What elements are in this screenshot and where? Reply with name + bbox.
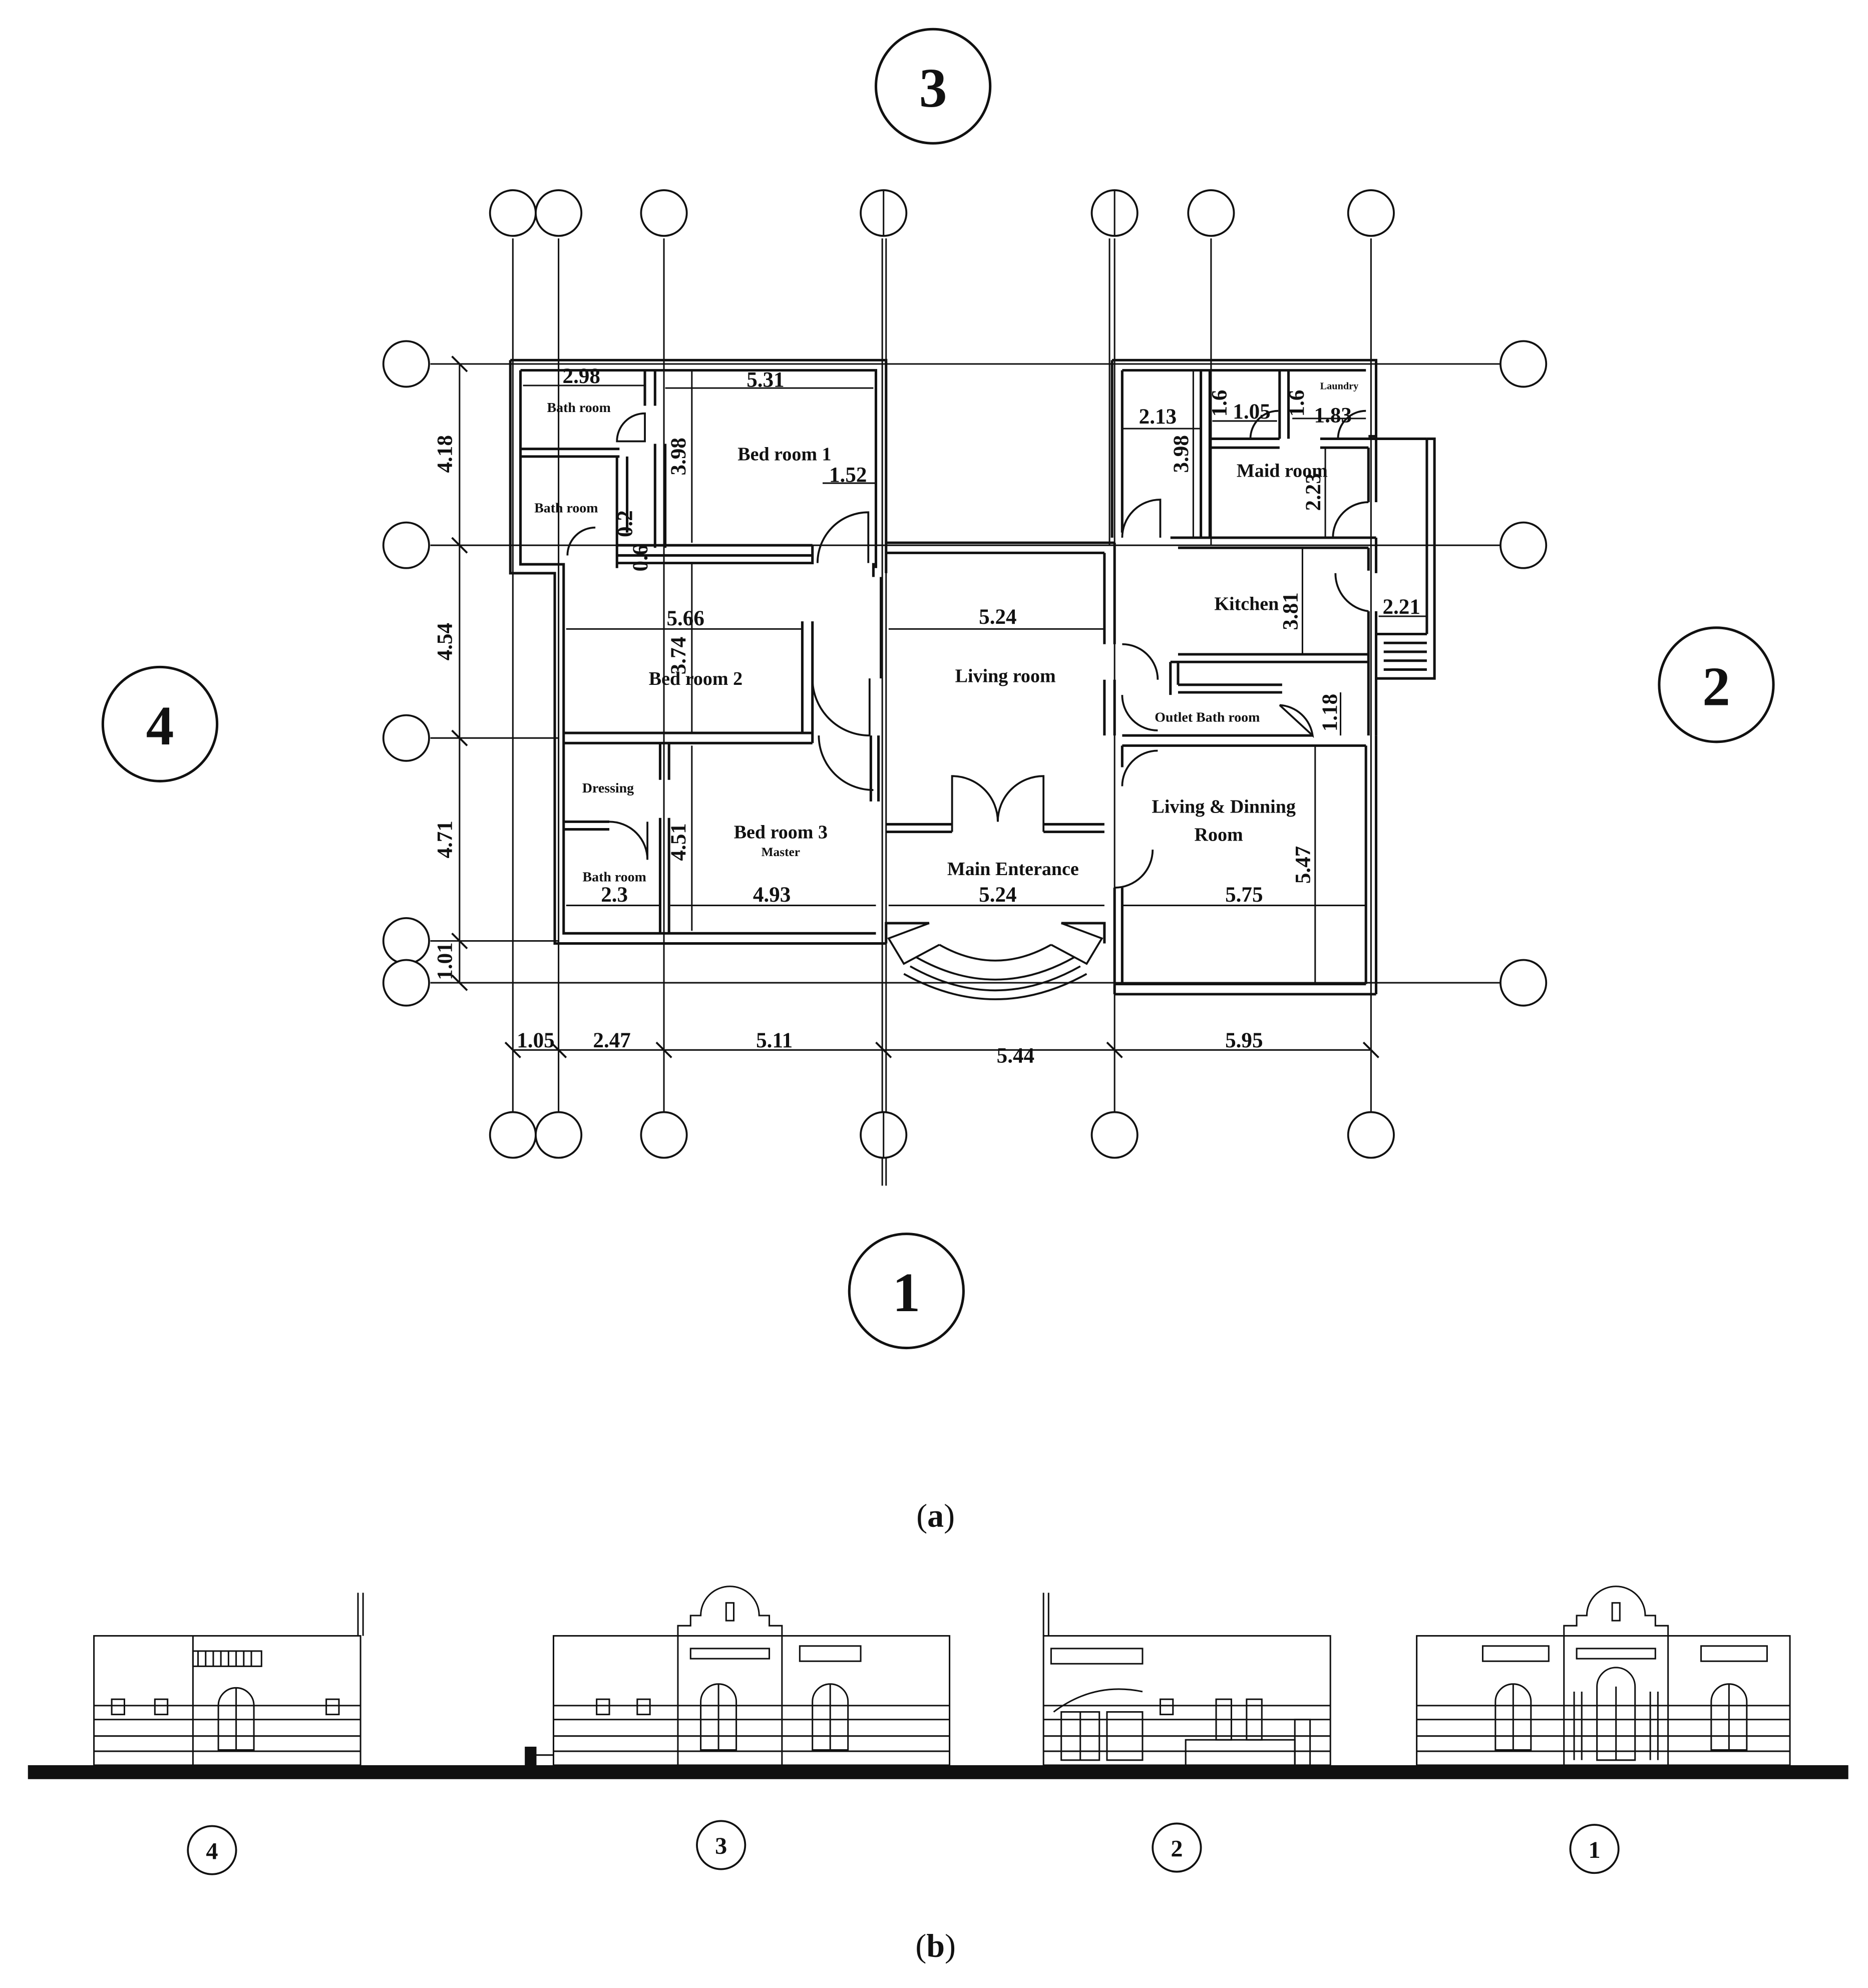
room-label-bath-top: Bath room: [547, 400, 611, 416]
dim-label: 3.81: [1279, 592, 1302, 630]
room-label-living: Living room: [955, 666, 1056, 687]
elevation-3: [525, 1585, 951, 1766]
room-label-outlet-bath: Outlet Bath room: [1155, 709, 1260, 725]
dim-label: 2.47: [593, 1029, 630, 1052]
dim-label: 3.74: [667, 637, 690, 674]
elevation-2: [1042, 1593, 1331, 1766]
room-label-living-dining-1: Living & Dinning: [1152, 797, 1296, 818]
ground-line: [28, 1765, 1848, 1779]
dim-label: 5.75: [1225, 883, 1263, 907]
dim-label: 5.66: [666, 607, 704, 630]
entrance-steps: [887, 922, 1103, 1000]
room-label-bed2: Bed room 2: [649, 668, 742, 689]
elevation-number-4: 4: [206, 1838, 218, 1864]
dim-label: 3.98: [1170, 435, 1193, 473]
elevations: [28, 1585, 1848, 1875]
grid-bubbles: [382, 189, 1548, 1159]
dim-label: 5.11: [756, 1029, 793, 1052]
view-number-top: 3: [919, 58, 947, 119]
dimension-lines: [459, 363, 1427, 1051]
elevation-number-1: 1: [1589, 1837, 1601, 1863]
elevation-marker-4: [187, 1825, 237, 1875]
dim-label: 2.23: [1302, 473, 1325, 511]
view-marker-left: [101, 665, 219, 782]
dim-label: 5.44: [997, 1044, 1034, 1068]
dim-label: 5.95: [1225, 1029, 1263, 1052]
dim-label: 5.24: [979, 605, 1016, 629]
room-label-main-entrance: Main Enterance: [947, 859, 1079, 880]
dim-label: 1.52: [829, 464, 867, 487]
dim-label: 1.18: [1318, 694, 1342, 731]
room-label-kitchen: Kitchen: [1214, 593, 1279, 614]
dim-label: 5.24: [979, 883, 1016, 907]
elevation-number-2: 2: [1171, 1835, 1183, 1862]
dim-label: 1.6: [1208, 390, 1231, 417]
dim-label: 4.71: [434, 821, 457, 858]
walls: [509, 358, 1436, 996]
panel-label-b: (b): [915, 1927, 956, 1964]
view-marker-bottom: [848, 1233, 965, 1350]
view-number-bottom: 1: [892, 1262, 920, 1324]
elevation-marker-1: [1569, 1824, 1620, 1874]
panel-label-a: (a): [916, 1498, 955, 1534]
room-label-bed3: Bed room 3: [734, 822, 828, 843]
dim-label: 4.54: [434, 623, 457, 660]
doors: [566, 410, 1369, 889]
dim-label: 5.47: [1292, 846, 1315, 884]
room-label-living-dining-2: Room: [1195, 824, 1243, 845]
view-marker-top: [874, 28, 992, 145]
dim-label: 0.6: [629, 545, 652, 572]
dim-label: 1.01: [434, 942, 457, 980]
dim-label: 2.3: [601, 883, 628, 907]
dim-label: 4.51: [667, 823, 690, 861]
dim-label: 4.18: [434, 435, 457, 473]
dim-label: 3.98: [667, 438, 690, 475]
elevation-number-3: 3: [715, 1833, 727, 1859]
dim-label: 4.93: [753, 883, 791, 907]
room-label-bath-left: Bath room: [534, 500, 598, 516]
view-number-left: 4: [146, 695, 174, 757]
elevation-marker-2: [1152, 1822, 1202, 1873]
dim-label: 2.98: [563, 364, 600, 388]
dim-label: 2.21: [1382, 595, 1420, 619]
dim-label: 1.05: [1233, 400, 1270, 424]
room-labels: Bath room Bath room Bed room 1 Bed room …: [534, 381, 1358, 885]
dim-label: 1.83: [1314, 404, 1352, 428]
room-label-bed3-sub: Master: [762, 845, 800, 859]
elevation-marker-3: [696, 1820, 746, 1870]
room-label-bath-master: Bath room: [583, 869, 646, 885]
room-label-laundry: Laundry: [1320, 381, 1359, 392]
dimension-ticks: [451, 355, 1379, 1058]
dim-label: 5.31: [746, 368, 784, 392]
dim-label: 0.2: [614, 510, 637, 537]
room-label-maid: Maid room: [1237, 460, 1328, 481]
dim-label: 1.6: [1285, 390, 1309, 417]
view-number-right: 2: [1702, 656, 1730, 717]
dim-label: 1.05: [517, 1029, 554, 1052]
dimension-labels: 2.98 5.31 3.98 1.52 0.2 0.6 5.66 3.74 5.…: [434, 364, 1420, 1068]
view-marker-right: [1658, 626, 1775, 743]
elevation-4: [93, 1593, 364, 1766]
room-label-bed1: Bed room 1: [737, 444, 831, 465]
dim-label: 2.13: [1139, 405, 1177, 429]
view-markers: [101, 28, 1775, 1350]
room-label-dressing: Dressing: [582, 780, 634, 796]
elevation-1: [1416, 1585, 1791, 1766]
